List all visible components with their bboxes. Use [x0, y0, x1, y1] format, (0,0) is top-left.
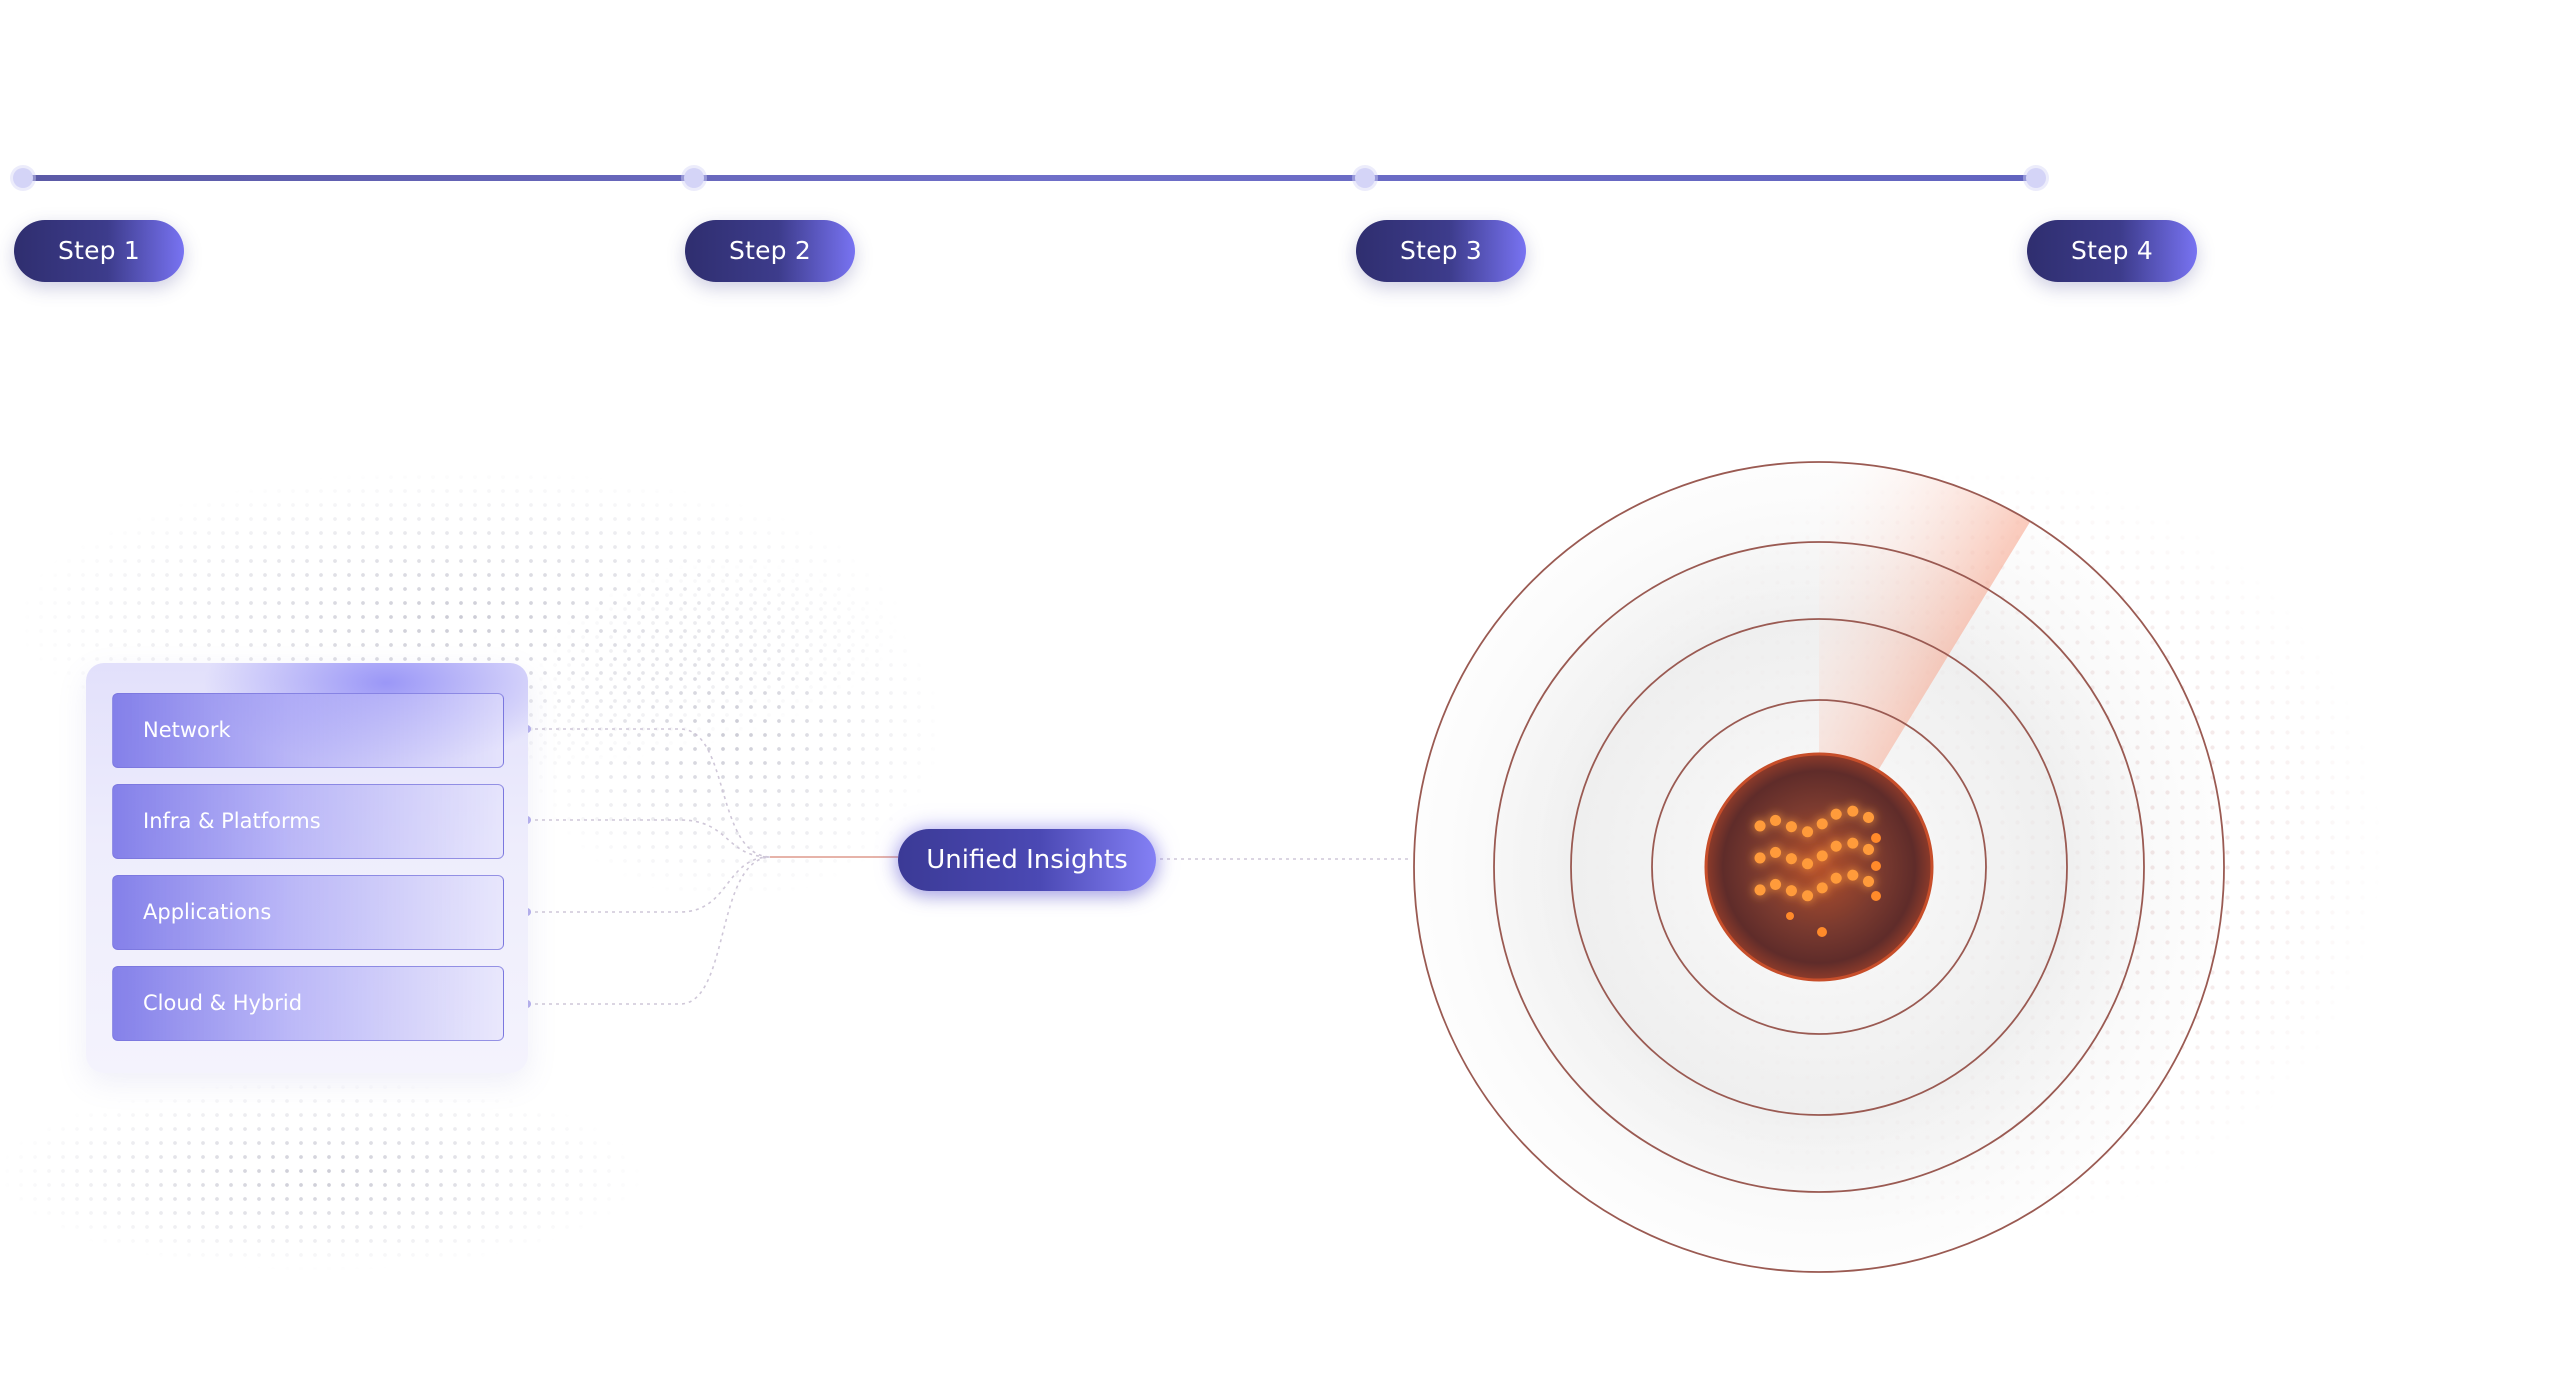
unified-insights-pill[interactable]: Unified Insights — [898, 829, 1156, 891]
source-item-cloud-hybrid[interactable]: Cloud & Hybrid — [112, 966, 504, 1041]
radar-rings — [1413, 461, 2225, 1273]
timeline-node-3 — [1355, 168, 1375, 188]
radar-core-dots — [1786, 833, 1881, 937]
source-item-network[interactable]: Network — [112, 693, 504, 768]
connector-network — [528, 728, 771, 858]
connector-lines — [528, 728, 1410, 1005]
step-2-pill[interactable]: Step 2 — [685, 220, 855, 282]
timeline-node-2 — [684, 168, 704, 188]
step-4-pill[interactable]: Step 4 — [2027, 220, 2197, 282]
dot-field-left-mid — [520, 560, 940, 900]
timeline-line — [23, 175, 2033, 181]
connector-applications — [528, 856, 771, 913]
radar — [1413, 461, 2225, 1273]
data-sources-panel: Network Infra & Platforms Applications C… — [86, 663, 528, 1073]
step-1-pill[interactable]: Step 1 — [14, 220, 184, 282]
dot-field-left-bottom — [0, 1080, 640, 1270]
radar-core — [1704, 752, 1934, 982]
source-item-applications[interactable]: Applications — [112, 875, 504, 950]
step-3-pill[interactable]: Step 3 — [1356, 220, 1526, 282]
timeline-node-1 — [13, 168, 33, 188]
connector-cloud — [528, 856, 771, 1005]
wave-pattern-icon — [1754, 805, 1884, 902]
timeline-node-4 — [2026, 168, 2046, 188]
source-item-infra-platforms[interactable]: Infra & Platforms — [112, 784, 504, 859]
